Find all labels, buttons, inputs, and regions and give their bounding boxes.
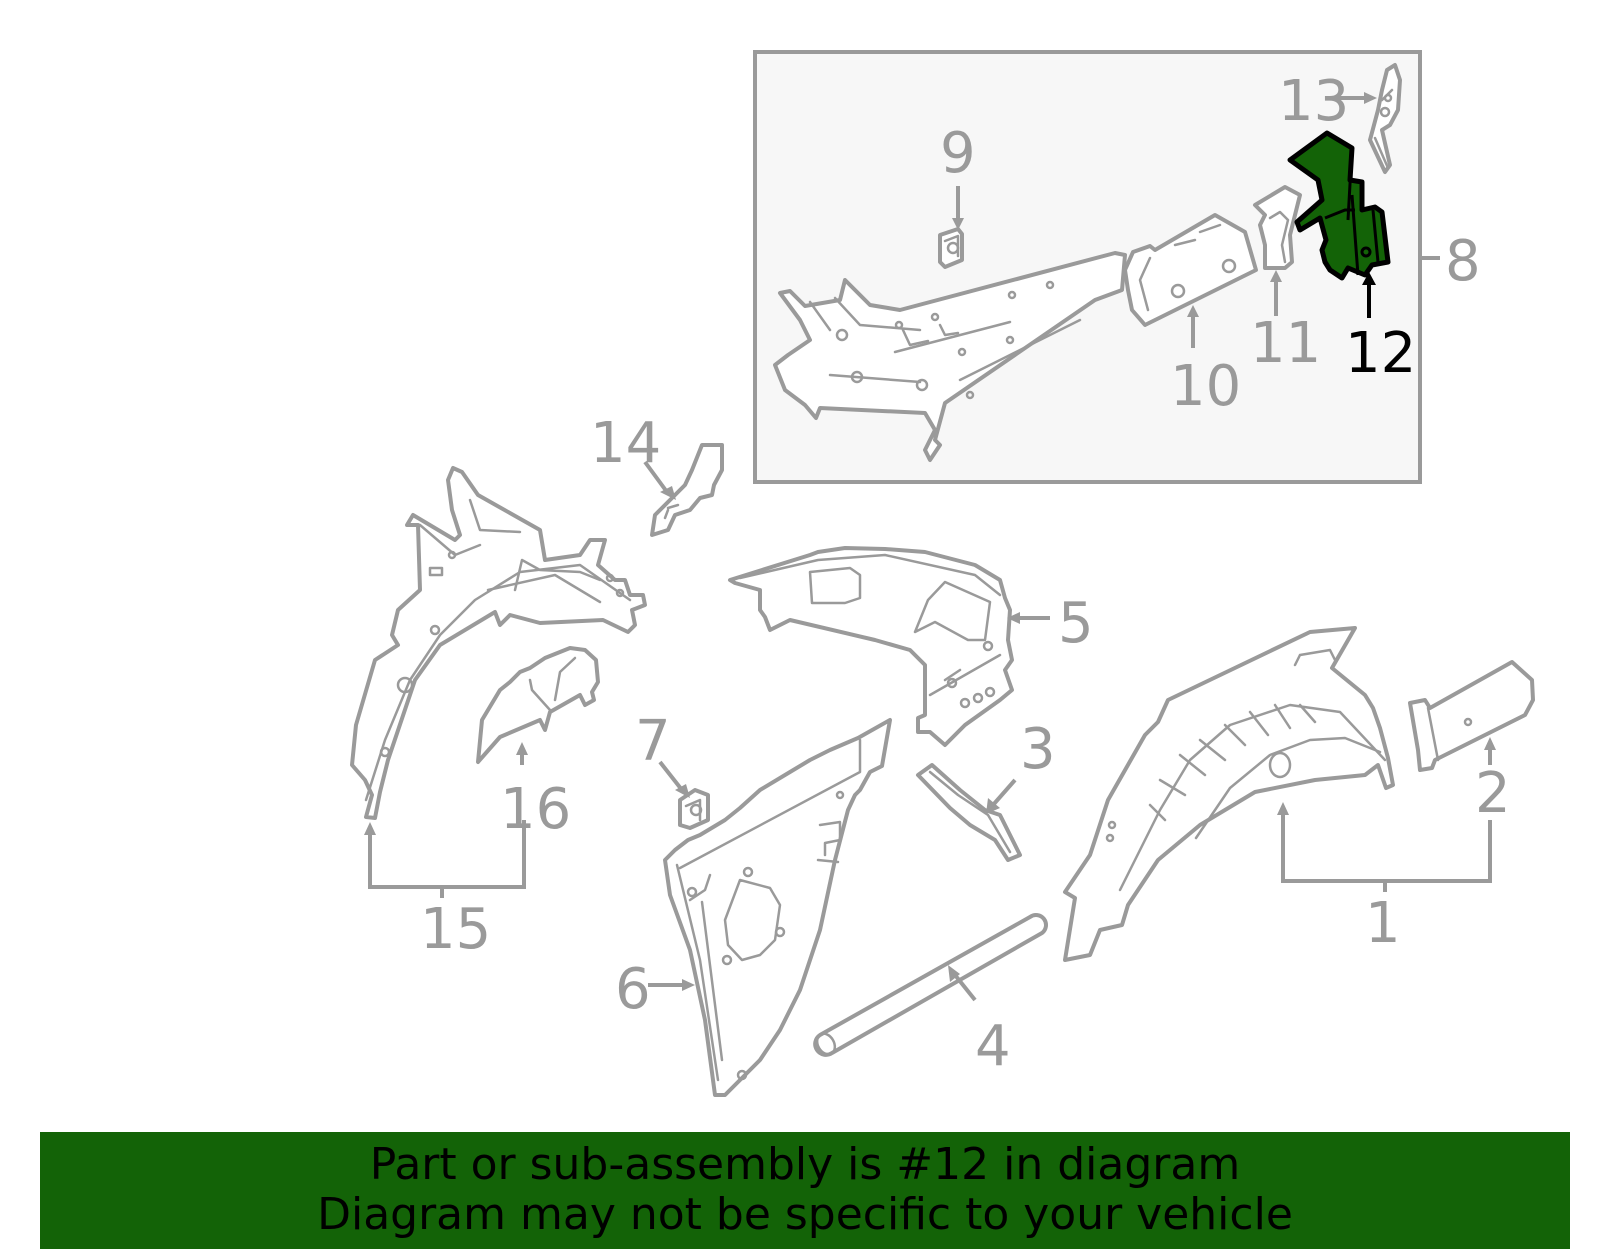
callout-16: 16 [500, 777, 571, 842]
part-13[interactable] [1368, 63, 1402, 174]
part-9[interactable] [938, 227, 964, 269]
callout-2: 2 [1475, 761, 1511, 826]
banner-line-part-number: Part or sub-assembly is #12 in diagram [369, 1139, 1241, 1190]
part-3[interactable] [916, 763, 1022, 862]
part-4[interactable] [813, 913, 1048, 1058]
callout-15: 15 [420, 897, 491, 962]
part-1[interactable] [1063, 626, 1395, 962]
part-5[interactable] [728, 546, 1014, 747]
callout-13: 13 [1278, 69, 1349, 134]
callout-7: 7 [635, 709, 671, 774]
part-7[interactable] [678, 788, 710, 830]
callout-9: 9 [940, 121, 976, 186]
callout-4: 4 [975, 1014, 1011, 1079]
banner-line-disclaimer: Diagram may not be specific to your vehi… [317, 1189, 1293, 1240]
callout-3: 3 [1020, 717, 1056, 782]
callout-12: 12 [1345, 321, 1416, 386]
callout-6: 6 [615, 957, 651, 1022]
part-10[interactable] [1123, 213, 1258, 327]
info-banner: Part or sub-assembly is #12 in diagram D… [40, 1132, 1570, 1249]
part-16[interactable] [476, 646, 600, 764]
part-12-highlighted[interactable] [1287, 130, 1391, 281]
part-6[interactable] [663, 718, 892, 1097]
inset-rail-panel[interactable] [773, 251, 1127, 462]
part-14[interactable] [650, 443, 724, 537]
callout-11: 11 [1250, 311, 1321, 376]
part-2[interactable] [1408, 660, 1535, 772]
callout-10: 10 [1170, 354, 1241, 419]
callout-8: 8 [1445, 229, 1481, 294]
callout-14: 14 [590, 411, 661, 476]
part-11[interactable] [1253, 185, 1302, 270]
callout-1: 1 [1365, 891, 1401, 956]
callout-5: 5 [1058, 591, 1094, 656]
part-15[interactable] [350, 466, 647, 820]
